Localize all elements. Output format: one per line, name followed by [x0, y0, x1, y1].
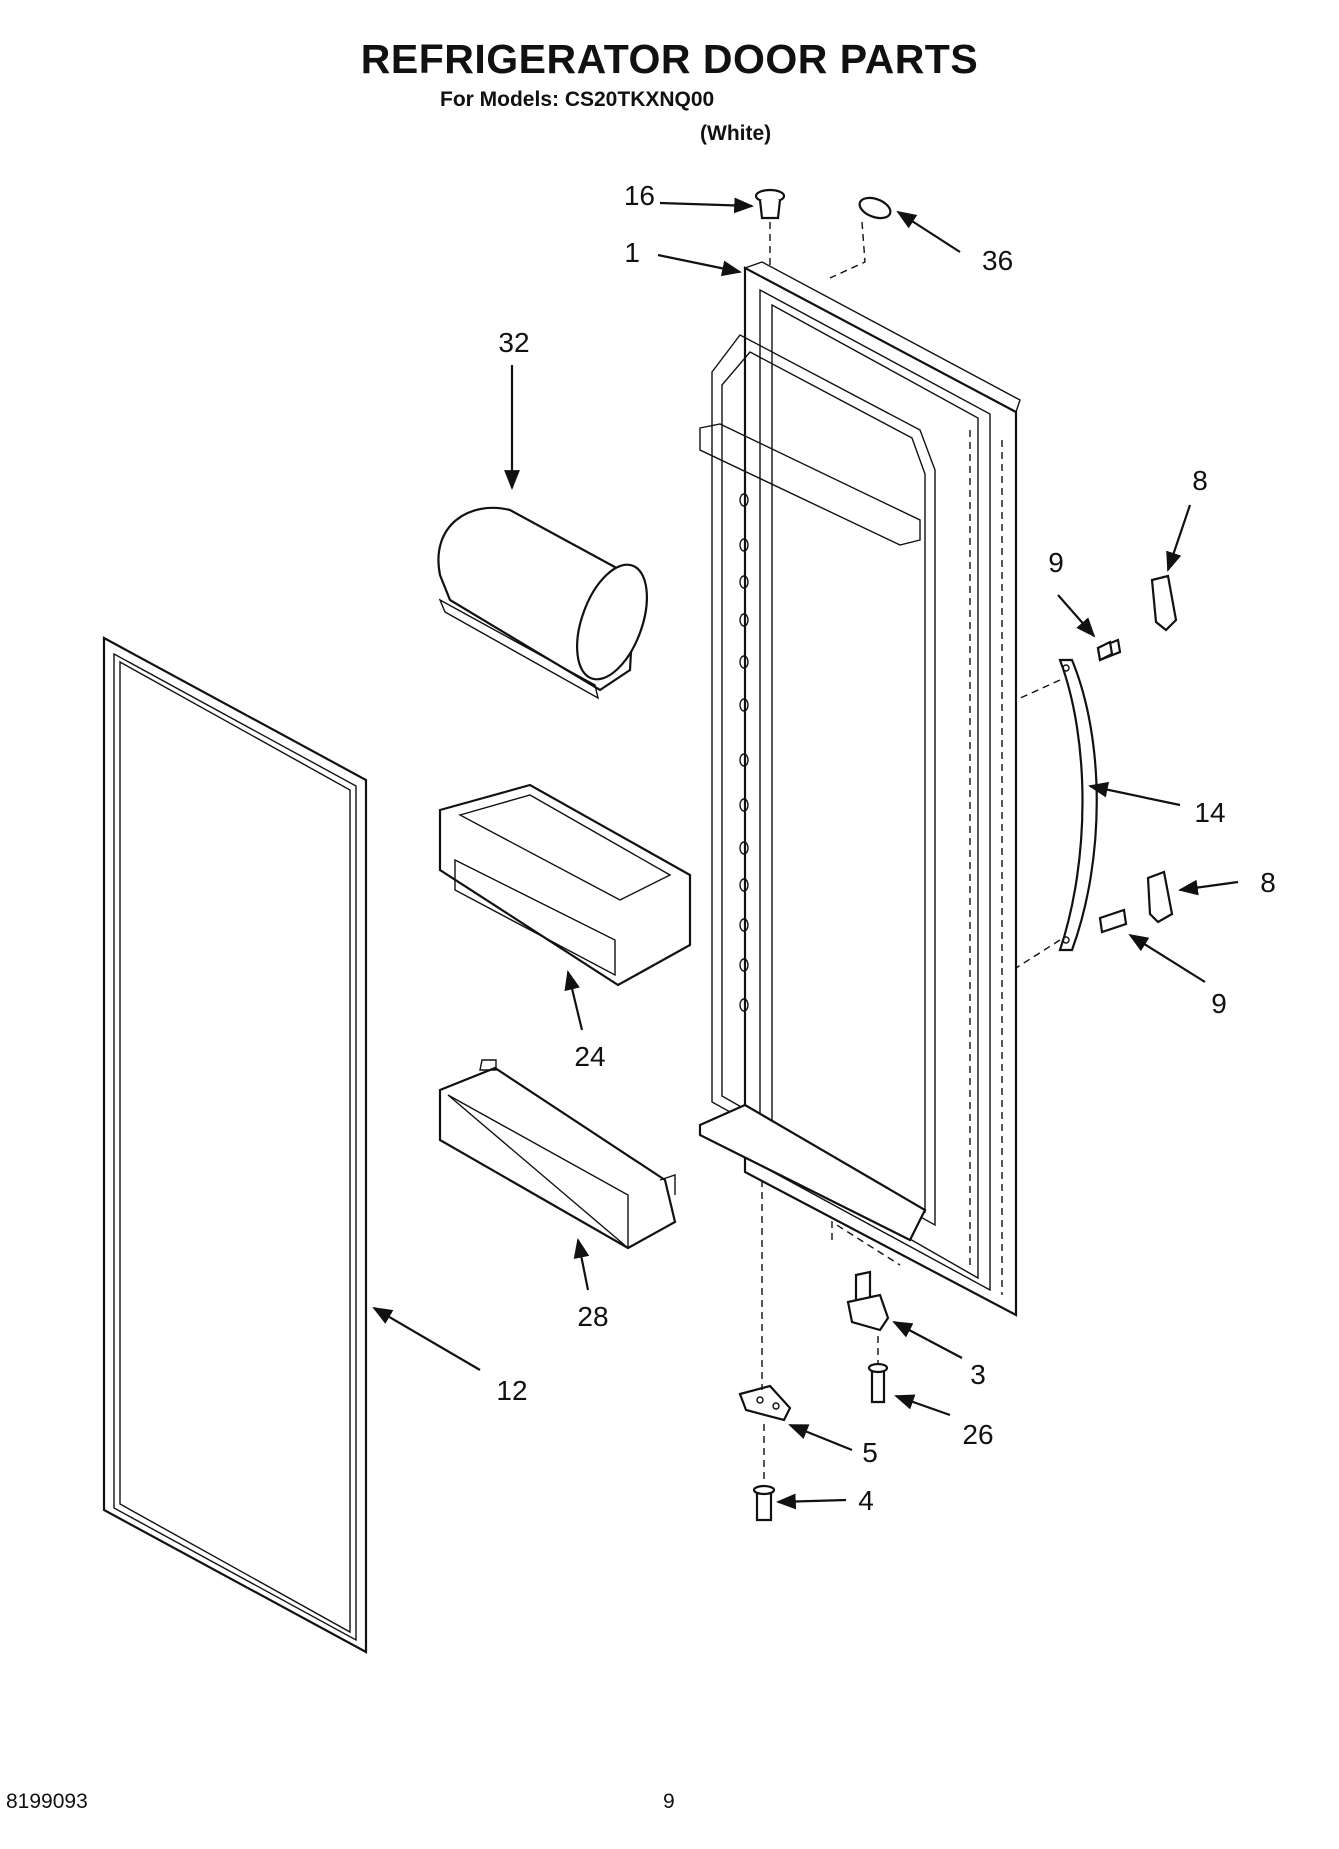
door-bin-part	[438, 783, 692, 987]
bracket-screw-part	[752, 1424, 776, 1522]
callout-9-lower: 9	[1211, 988, 1227, 1019]
callout-12: 12	[496, 1375, 527, 1406]
callout-28: 28	[577, 1301, 608, 1332]
callout-3: 3	[970, 1359, 986, 1390]
document-number: 8199093	[6, 1790, 88, 1813]
callout-8-upper: 8	[1192, 465, 1208, 496]
callout-26: 26	[962, 1419, 993, 1450]
door-shelf-part	[438, 1059, 677, 1250]
callout-8-lower: 8	[1260, 867, 1276, 898]
callout-1: 1	[624, 237, 640, 268]
callout-9-upper: 9	[1048, 547, 1064, 578]
door-ring-part	[829, 196, 892, 279]
dairy-door-part	[437, 506, 648, 700]
liner-peg-holes	[739, 493, 749, 1012]
callout-5: 5	[862, 1437, 878, 1468]
callout-16: 16	[624, 180, 655, 211]
callout-24: 24	[574, 1041, 605, 1072]
door-gasket-part	[102, 636, 368, 1654]
page-title: REFRIGERATOR DOOR PARTS	[360, 36, 979, 82]
handle-clip-lower-part	[1146, 870, 1174, 924]
page-number: 9	[663, 1790, 675, 1813]
callout-4: 4	[858, 1485, 874, 1516]
callout-14: 14	[1194, 797, 1225, 828]
color-line: (White)	[700, 122, 772, 145]
bottom-bracket-part	[738, 1180, 792, 1422]
handle-screw-lower-part	[1098, 908, 1128, 934]
callout-36: 36	[982, 245, 1013, 276]
handle-clip-upper-part	[1150, 574, 1178, 632]
door-liner-part	[698, 261, 1021, 1317]
hinge-screw-part	[867, 1336, 889, 1404]
handle-screw-upper-part	[1096, 638, 1122, 662]
door-handle-part	[1015, 658, 1098, 969]
lower-hinge-part	[831, 1220, 901, 1332]
door-plug-part	[754, 188, 786, 268]
callout-32: 32	[498, 327, 529, 358]
models-line: For Models: CS20TKXNQ00	[440, 88, 715, 111]
